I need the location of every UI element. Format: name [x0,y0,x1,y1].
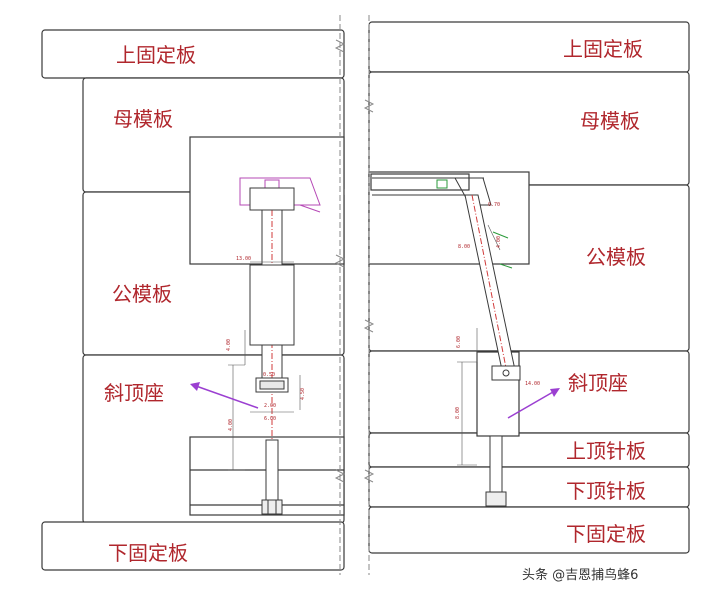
left-dim-6: 2.00 [264,403,276,409]
left-guide-pin [265,439,279,501]
left-dim-4: 0.50 [263,372,275,378]
left-dim-7: 6.00 [264,416,276,422]
right-label-cavity-plate: 母模板 [580,109,640,133]
left-bottom-clamp-plate [41,521,345,571]
right-dim-2: 8.00 [458,244,470,250]
right-dim-6: 14.00 [525,381,540,387]
right-label-lifter-base: 斜顶座 [568,371,628,395]
left-label-bottom-clamp-plate: 下固定板 [108,541,188,565]
right-dim-5: 8.00 [455,407,461,419]
right-lifter-base-area [368,350,690,434]
right-cavity-plate [368,71,690,186]
left-label-core-plate: 公模板 [112,282,172,306]
right-label-upper-ejector-plate: 上顶针板 [566,439,646,463]
left-label-top-clamp-plate: 上固定板 [116,43,196,67]
right-dim-4: 6.00 [456,336,462,348]
right-guide-pin [489,435,503,493]
watermark: 头条 @吉恩捕鸟蜂6 [522,567,638,583]
left-screw-head [261,499,283,515]
left-dim-2: 4.00 [226,339,232,351]
left-lifter-base-arrow [190,382,259,409]
right-label-core-plate: 公模板 [586,245,646,269]
right-lifter-base-arrow [507,388,560,419]
right-dim-1: 0.70 [488,202,500,208]
right-lifter [372,177,521,507]
right-label-top-clamp-plate: 上固定板 [563,37,643,61]
left-lifter [239,177,321,515]
left-label-cavity-plate: 母模板 [113,107,173,131]
left-dim-1: 13.00 [236,256,251,262]
right-screw-head [485,491,507,507]
left-dim-5: 4.50 [300,388,306,400]
center-break-line [334,15,375,575]
right-dim-3: 4.00 [496,236,502,248]
left-dim-3: 4.00 [228,419,234,431]
right-label-lower-ejector-plate: 下顶针板 [566,479,646,503]
left-label-lifter-base: 斜顶座 [104,381,164,405]
right-label-bottom-clamp-plate: 下固定板 [566,522,646,546]
